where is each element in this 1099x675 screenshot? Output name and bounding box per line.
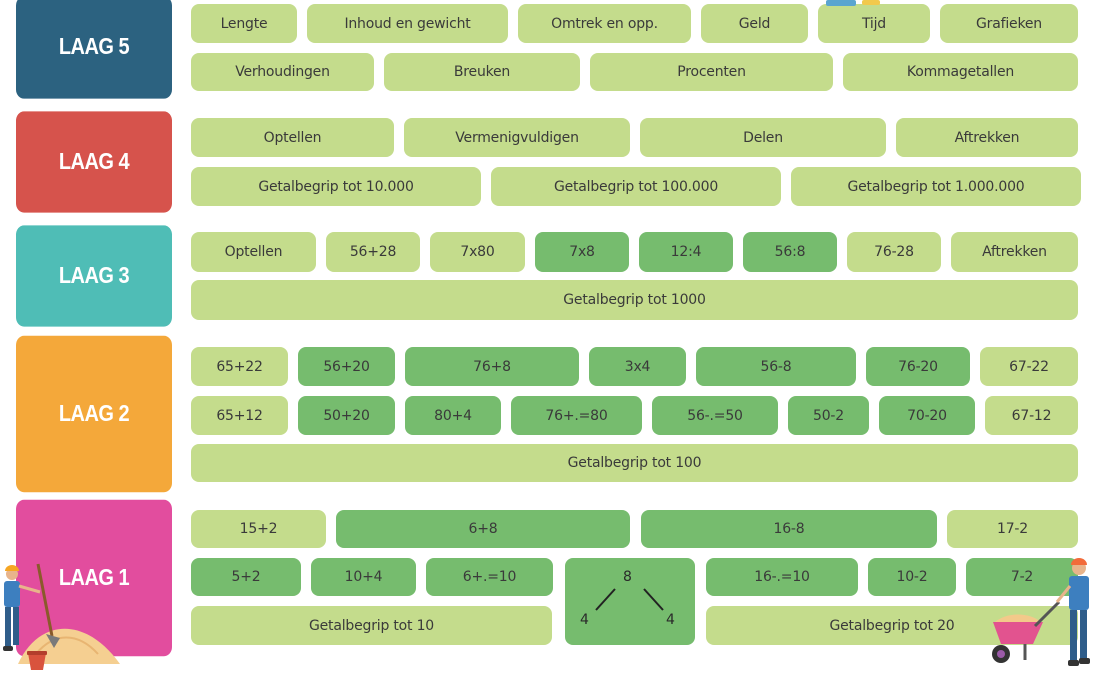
brick-10plus4: 10+4 (311, 558, 416, 596)
brick-50min2: 50-2 (788, 396, 869, 435)
layer-label-laag4: LAAG 4 (16, 111, 172, 213)
brick-76plus-eq80: 76+.=80 (511, 396, 642, 435)
brick-geld: Geld (701, 4, 808, 43)
brick-56min8: 56-8 (696, 347, 856, 386)
brick-getalbegrip-100: Getalbegrip tot 100 (191, 444, 1078, 482)
brick-7x8: 7x8 (535, 232, 629, 272)
brick-65plus22: 65+22 (191, 347, 288, 386)
split-right-number: 4 (666, 612, 675, 628)
brick-7min2: 7-2 (966, 558, 1078, 596)
brick-lengte: Lengte (191, 4, 297, 43)
brick-12div4: 12:4 (639, 232, 733, 272)
layer-label-laag2: LAAG 2 (16, 335, 172, 493)
brick-procenten: Procenten (590, 53, 833, 91)
split-left-number: 4 (580, 612, 589, 628)
brick-getalbegrip-1000000: Getalbegrip tot 1.000.000 (791, 167, 1081, 206)
layer-label-laag5: LAAG 5 (16, 0, 172, 99)
split-diagram-brick: 8 4 4 (565, 558, 695, 645)
brick-5plus2: 5+2 (191, 558, 301, 596)
brick-verhoudingen: Verhoudingen (191, 53, 374, 91)
brick-56min-eq50: 56-.=50 (652, 396, 778, 435)
split-top-number: 8 (623, 569, 632, 585)
brick-optellen-4: Optellen (191, 118, 394, 157)
brick-6plus-eq10: 6+.=10 (426, 558, 553, 596)
brick-67min22: 67-22 (980, 347, 1078, 386)
brick-aftrekken-3: Aftrekken (951, 232, 1078, 272)
brick-optellen-3: Optellen (191, 232, 316, 272)
split-lines-icon (595, 588, 664, 611)
brick-76min20: 76-20 (866, 347, 970, 386)
brick-15plus2: 15+2 (191, 510, 326, 548)
brick-kommagetallen: Kommagetallen (843, 53, 1078, 91)
brick-70min20: 70-20 (879, 396, 975, 435)
brick-omtrek-en-opp: Omtrek en opp. (518, 4, 691, 43)
brick-65plus12: 65+12 (191, 396, 288, 435)
bucket-icon (27, 651, 47, 670)
brick-getalbegrip-10: Getalbegrip tot 10 (191, 606, 552, 645)
brick-getalbegrip-1000: Getalbegrip tot 1000 (191, 280, 1078, 320)
brick-67min12: 67-12 (985, 396, 1078, 435)
brick-16min-eq10: 16-.=10 (706, 558, 858, 596)
brick-tijd: Tijd (818, 4, 930, 43)
brick-grafieken: Grafieken (940, 4, 1078, 43)
brick-delen: Delen (640, 118, 886, 157)
brick-10min2: 10-2 (868, 558, 956, 596)
brick-inhoud-en-gewicht: Inhoud en gewicht (307, 4, 508, 43)
worker-with-wheelbarrow-icon (992, 558, 1090, 666)
brick-80plus4: 80+4 (405, 396, 501, 435)
brick-50plus20: 50+20 (298, 396, 395, 435)
brick-56plus28: 56+28 (326, 232, 420, 272)
brick-56plus20: 56+20 (298, 347, 395, 386)
brick-3x4: 3x4 (589, 347, 686, 386)
brick-7x80: 7x80 (430, 232, 525, 272)
brick-breuken: Breuken (384, 53, 580, 91)
brick-76plus8: 76+8 (405, 347, 579, 386)
brick-getalbegrip-10000: Getalbegrip tot 10.000 (191, 167, 481, 206)
brick-getalbegrip-100000: Getalbegrip tot 100.000 (491, 167, 781, 206)
brick-76min28: 76-28 (847, 232, 941, 272)
brick-17min2: 17-2 (947, 510, 1078, 548)
worker-with-shovel-icon (3, 563, 60, 651)
brick-6plus8: 6+8 (336, 510, 630, 548)
brick-56div8: 56:8 (743, 232, 837, 272)
layer-label-laag3: LAAG 3 (16, 225, 172, 327)
brick-aftrekken-4: Aftrekken (896, 118, 1078, 157)
brick-16min8: 16-8 (641, 510, 937, 548)
worker-at-top-icon (826, 0, 880, 6)
brick-vermenigvuldigen: Vermenigvuldigen (404, 118, 630, 157)
